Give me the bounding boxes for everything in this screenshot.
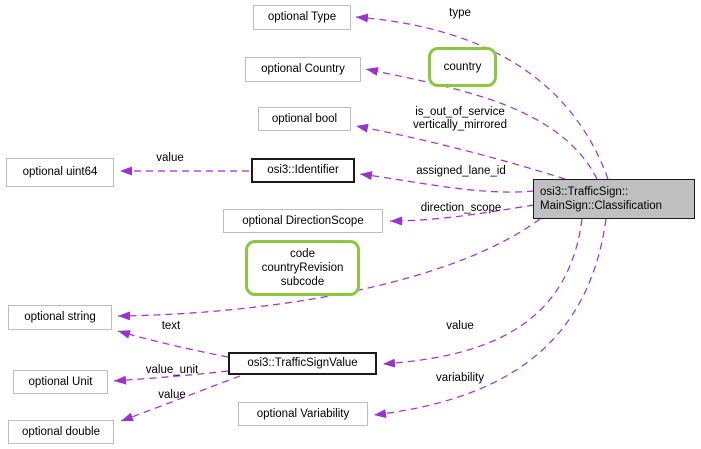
node-osi3-identifier[interactable]: osi3::Identifier — [251, 158, 355, 183]
green-label-country: country — [428, 47, 497, 87]
node-main-classification[interactable]: osi3::TrafficSign:: MainSign::Classifica… — [533, 179, 695, 219]
main-classification-line1: osi3::TrafficSign:: — [540, 186, 629, 198]
edge-label-type: type — [449, 7, 471, 19]
node-osi3-trafficsignvalue[interactable]: osi3::TrafficSignValue — [228, 352, 377, 375]
edge-direction-scope — [389, 204, 535, 226]
edge-label-identifier-value: value — [156, 152, 184, 164]
edge-label-double-value: value — [158, 389, 186, 401]
edge-label-is-out-of-service: is_out_of_service vertically_mirrored — [398, 106, 522, 132]
green-label-code: code countryRevision subcode — [245, 240, 360, 296]
edge-label-trafficsignvalue-value: value — [446, 320, 474, 332]
edge-text — [117, 330, 229, 358]
main-classification-line2: MainSign::Classification — [540, 200, 663, 212]
edge-label-direction-scope: direction_scope — [420, 202, 502, 214]
node-optional-double[interactable]: optional double — [8, 420, 114, 444]
edge-label-variability: variability — [436, 372, 484, 384]
edge-label-assigned-lane-id: assigned_lane_id — [416, 165, 506, 177]
node-optional-bool[interactable]: optional bool — [258, 107, 351, 131]
green-label-code-line2: countryRevision — [261, 262, 344, 274]
edge-assigned-lane-id — [359, 171, 535, 193]
green-label-country-text: country — [443, 61, 482, 73]
node-optional-country[interactable]: optional Country — [245, 57, 361, 82]
node-optional-uint64[interactable]: optional uint64 — [6, 158, 114, 187]
edge-value-unit — [113, 370, 229, 385]
green-label-code-line3: subcode — [280, 276, 325, 288]
node-optional-string[interactable]: optional string — [8, 305, 112, 330]
node-optional-directionscope[interactable]: optional DirectionScope — [223, 209, 383, 233]
edge-variability — [373, 218, 607, 419]
node-optional-type[interactable]: optional Type — [253, 5, 351, 30]
edge-country — [365, 67, 598, 180]
edge-code — [117, 218, 541, 321]
edge-label-is-out-of-service-line2: vertically_mirrored — [413, 119, 507, 131]
node-optional-variability[interactable]: optional Variability — [238, 402, 368, 426]
edge-label-value-unit: value_unit — [145, 364, 199, 376]
green-label-code-line1: code — [290, 248, 315, 260]
edge-label-text: text — [161, 320, 181, 332]
edge-double-value — [120, 375, 241, 422]
edge-label-is-out-of-service-line1: is_out_of_service — [415, 106, 505, 118]
node-optional-unit[interactable]: optional Unit — [13, 370, 108, 394]
edge-trafficsignvalue-value — [382, 218, 583, 368]
edge-type — [355, 13, 609, 180]
